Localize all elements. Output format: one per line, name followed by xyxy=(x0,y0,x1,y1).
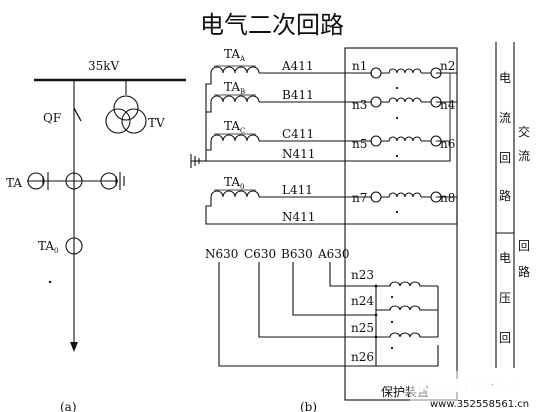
voltage-wire-label: N630 xyxy=(205,247,238,261)
ct-coil-icon xyxy=(210,134,260,142)
terminal-label: n1 xyxy=(352,59,367,73)
ct-b-label: TAB xyxy=(224,80,245,96)
side-label-ac: 路 xyxy=(518,264,530,279)
voltage-relay-coils xyxy=(374,281,439,367)
terminal-label: n7 xyxy=(352,191,367,205)
zero-seq-ct-icon xyxy=(65,237,83,255)
voltage-wire-label: C630 xyxy=(244,247,276,261)
panel-a-caption: (a) xyxy=(60,400,77,412)
terminal-label: n24 xyxy=(351,294,374,308)
terminal-label: n26 xyxy=(351,350,374,364)
primary-one-line-diagram: 35kV QF TV TA TA0 xyxy=(6,59,186,412)
voltage-wire-label: B630 xyxy=(281,247,313,261)
ct-coil-icon xyxy=(210,95,260,103)
breaker-icon xyxy=(73,107,82,122)
terminal-label: n23 xyxy=(351,268,374,282)
relay-coil-2 xyxy=(370,96,442,120)
side-label-ac: 流 xyxy=(518,149,530,163)
watermark-url: www.352558561.cn xyxy=(430,399,529,410)
ct-c-label: TAC xyxy=(224,119,245,135)
side-label-current: 回 xyxy=(499,151,511,165)
side-label-current: 电 xyxy=(499,71,511,85)
relay-coil-1 xyxy=(370,67,442,90)
terminal-label: n25 xyxy=(351,321,374,335)
wire-label: B411 xyxy=(282,88,314,102)
vt-label: TV xyxy=(148,116,165,130)
watermark: 家电电工资料网 www.352558561.cn xyxy=(410,371,549,412)
panel-b-caption: (b) xyxy=(300,400,317,412)
current-transformer-icon xyxy=(27,172,125,190)
ground-icon xyxy=(190,154,206,168)
zero-seq-ct-label: TA0 xyxy=(38,239,58,255)
page-title: 电气二次回路 xyxy=(200,11,344,39)
terminal-label: n5 xyxy=(352,137,367,151)
terminal-label: n8 xyxy=(440,191,455,205)
ct-coil-icon xyxy=(210,190,260,198)
wire-label: A411 xyxy=(281,59,314,73)
side-label-current: 路 xyxy=(499,188,511,203)
wire-label: N411 xyxy=(282,210,315,224)
wire-label: L411 xyxy=(282,183,313,197)
ct-a-label: TAA xyxy=(224,47,246,63)
relay-coil-4 xyxy=(370,191,442,214)
side-label-ac: 回 xyxy=(518,239,530,253)
ct-0-label: TA0 xyxy=(224,175,244,191)
voltage-transformer-icon xyxy=(105,95,147,134)
side-label-voltage: 电 xyxy=(499,251,511,265)
secondary-circuit: TAA TAB TAC TA0 xyxy=(190,42,530,412)
watermark-text: 家电电工资料网 xyxy=(414,376,519,394)
terminal-label: n4 xyxy=(440,98,456,112)
ct-coil-icon xyxy=(210,66,260,74)
terminal-label: n3 xyxy=(352,98,367,112)
terminal-label: n2 xyxy=(440,59,455,73)
ct-label: TA xyxy=(6,176,22,190)
side-label-current: 流 xyxy=(499,111,511,125)
voltage-wire-label: A630 xyxy=(317,247,350,261)
bus-voltage-label: 35kV xyxy=(88,59,120,73)
arrow-down-icon xyxy=(70,342,78,352)
breaker-label: QF xyxy=(43,111,61,125)
relay-coil-3 xyxy=(370,135,442,158)
terminal-label: n6 xyxy=(440,137,455,151)
side-label-ac: 交 xyxy=(518,124,530,139)
side-label-voltage: 回 xyxy=(499,331,511,345)
side-label-voltage: 压 xyxy=(499,291,511,305)
wire-label: N411 xyxy=(282,147,315,161)
wire-label: C411 xyxy=(282,127,314,141)
